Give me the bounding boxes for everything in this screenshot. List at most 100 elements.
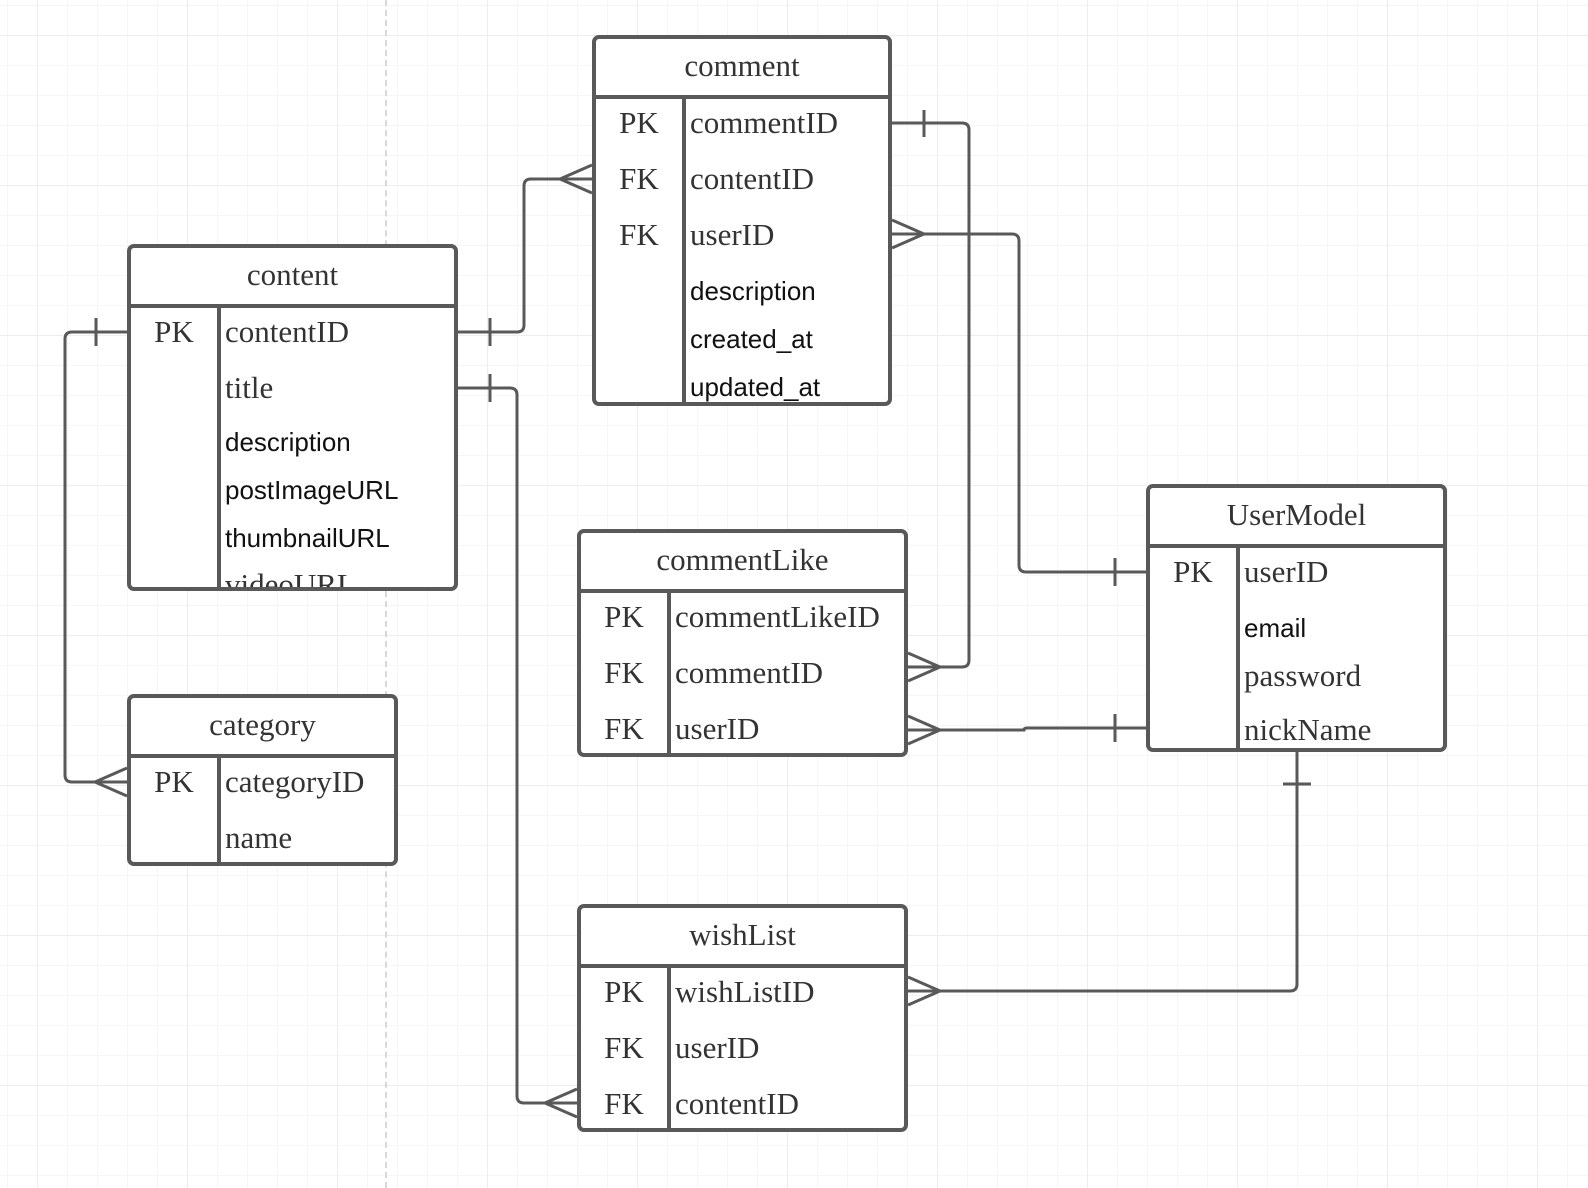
rel-content-comment (458, 177, 592, 334)
key-column-divider (217, 758, 221, 862)
rel-content-category-many (91, 766, 128, 798)
field-name: updated_at (690, 372, 821, 402)
key-label (131, 514, 217, 562)
entity-row[interactable]: FK userID (596, 211, 888, 267)
rel-user-comment-many (891, 218, 928, 250)
key-label (131, 364, 217, 418)
field-name: commentID (675, 655, 824, 690)
entity-row[interactable]: nickName (1150, 706, 1443, 748)
entity-row[interactable]: description (131, 418, 454, 466)
entity-row[interactable]: title (131, 364, 454, 418)
entity-category[interactable]: category PK categoryID name (127, 694, 398, 866)
field-name: commentLikeID (675, 599, 880, 634)
entity-row[interactable]: email (1150, 604, 1443, 652)
rel-user-comment (892, 232, 1146, 574)
field-name: email (1244, 613, 1307, 643)
rel-comment-commentlike (892, 121, 971, 669)
entity-row[interactable]: PK categoryID (131, 758, 394, 814)
key-column-divider (1236, 548, 1240, 748)
key-label (1150, 706, 1236, 748)
rel-comment-commentlike-many (907, 651, 944, 683)
key-label (131, 562, 217, 587)
entity-row[interactable]: PK commentLikeID (581, 593, 904, 649)
entity-row[interactable]: PK commentID (596, 99, 888, 155)
rel-user-commentlike (908, 726, 1146, 732)
field-name: password (1244, 658, 1362, 693)
field-name: description (690, 276, 816, 306)
rel-content-wishlist (458, 386, 577, 1105)
field-name: categoryID (225, 764, 365, 799)
entity-row[interactable]: FK userID (581, 705, 904, 753)
entity-title: commentLike (581, 533, 904, 593)
rel-user-commentlike-many (907, 714, 944, 746)
key-label: FK (604, 655, 644, 690)
entity-row[interactable]: videoURL (131, 562, 454, 591)
entity-row[interactable]: PK userID (1150, 548, 1443, 604)
field-name: userID (1244, 554, 1329, 589)
entity-title: wishList (581, 908, 904, 968)
key-label: PK (619, 105, 659, 140)
entity-comment[interactable]: comment PK commentID FK contentID FK use… (592, 35, 892, 406)
entity-row[interactable]: created_at (596, 315, 888, 363)
field-name: userID (675, 1030, 760, 1065)
entity-row[interactable]: name (131, 814, 394, 862)
entity-commentlike[interactable]: commentLike PK commentLikeID FK commentI… (577, 529, 908, 757)
field-name: contentID (675, 1086, 799, 1121)
field-name: description (225, 427, 351, 457)
key-column-divider (682, 99, 686, 402)
key-column-divider (667, 593, 671, 753)
key-label: PK (1173, 554, 1213, 589)
page-boundary-guide (385, 0, 387, 1188)
field-name: thumbnailURL (225, 523, 390, 553)
key-label: PK (154, 314, 194, 349)
key-column-divider (667, 968, 671, 1128)
key-label (596, 363, 682, 402)
key-column-divider (217, 308, 221, 587)
key-label (131, 466, 217, 514)
entity-row[interactable]: FK userID (581, 1024, 904, 1080)
entity-row[interactable]: PK contentID (131, 308, 454, 364)
entity-usermodel[interactable]: UserModel PK userID email password nickN… (1146, 484, 1447, 752)
entity-title: content (131, 248, 454, 308)
key-label: FK (604, 1086, 644, 1121)
key-label (131, 814, 217, 862)
field-name: userID (690, 217, 775, 252)
key-label: PK (154, 764, 194, 799)
key-label: FK (604, 1030, 644, 1065)
entity-row[interactable]: description (596, 267, 888, 315)
field-name: nickName (1244, 712, 1372, 747)
entity-row[interactable]: postImageURL (131, 466, 454, 514)
entity-row[interactable]: password (1150, 652, 1443, 706)
key-label (596, 267, 682, 315)
rel-user-wishlist (908, 752, 1299, 993)
rel-content-comment-many (556, 163, 593, 195)
field-name: wishListID (675, 974, 815, 1009)
entity-row[interactable]: FK contentID (581, 1080, 904, 1128)
entity-title: comment (596, 39, 888, 99)
field-name: created_at (690, 324, 813, 354)
key-label: PK (604, 974, 644, 1009)
entity-title: category (131, 698, 394, 758)
entity-row[interactable]: PK wishListID (581, 968, 904, 1024)
field-name: contentID (690, 161, 814, 196)
field-name: contentID (225, 314, 349, 349)
entity-row[interactable]: FK contentID (596, 155, 888, 211)
entity-row[interactable]: thumbnailURL (131, 514, 454, 562)
field-name: postImageURL (225, 475, 399, 505)
entity-row[interactable]: FK commentID (581, 649, 904, 705)
entity-wishlist[interactable]: wishList PK wishListID FK userID FK cont… (577, 904, 908, 1132)
field-name: videoURL (225, 567, 356, 591)
field-name: commentID (690, 105, 839, 140)
entity-content[interactable]: content PK contentID title description p… (127, 244, 458, 591)
entity-title: UserModel (1150, 488, 1443, 548)
rel-content-wishlist-many (541, 1087, 578, 1119)
key-label: PK (604, 599, 644, 634)
key-label: FK (619, 161, 659, 196)
entity-row[interactable]: updated_at (596, 363, 888, 402)
key-label (1150, 604, 1236, 652)
field-name: title (225, 370, 274, 405)
field-name: userID (675, 711, 760, 746)
rel-content-category (63, 330, 127, 784)
